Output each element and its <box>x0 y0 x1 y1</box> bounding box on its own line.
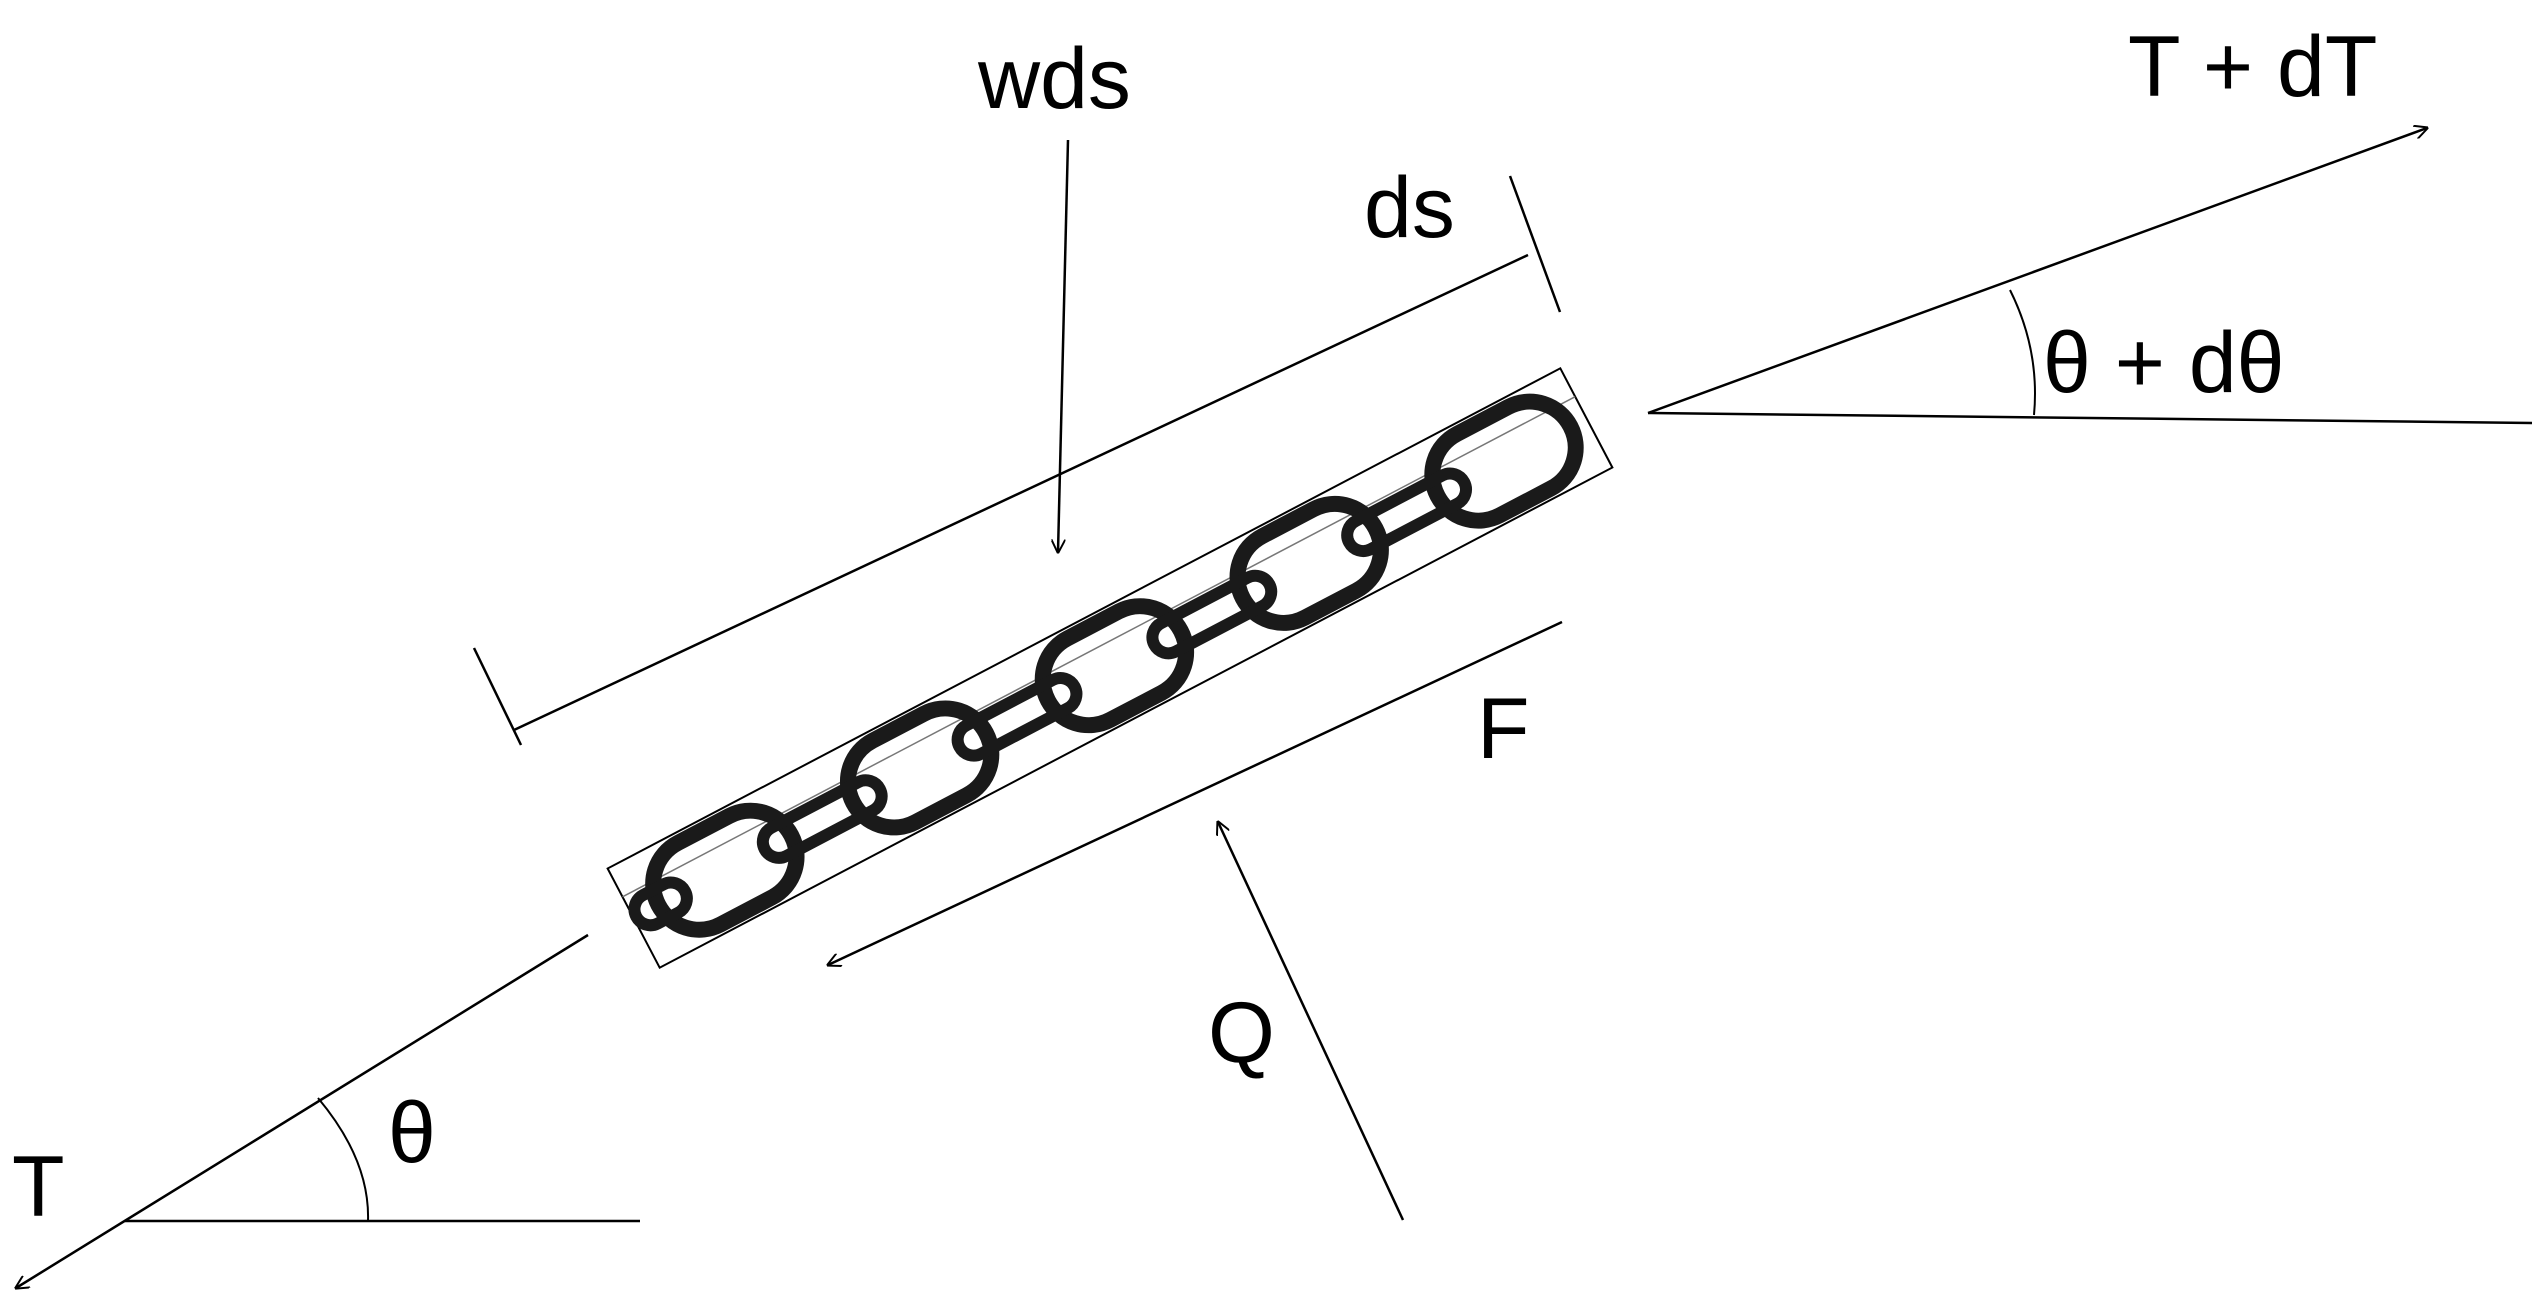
tension-start-label: T <box>12 1139 65 1235</box>
ds-dimension-line <box>513 253 1529 732</box>
angle-start-label: θ <box>388 1085 436 1181</box>
angle-arc-end <box>2009 289 2036 416</box>
tension-start-arrow <box>16 933 589 1288</box>
horizontal-reference-end <box>1647 411 2533 425</box>
ds-tick-right <box>1508 175 1562 313</box>
friction-arrow <box>828 620 1563 965</box>
normal-force-label: Q <box>1208 985 1275 1081</box>
normal-force-arrow <box>1218 822 1405 1221</box>
angle-arc-start <box>317 1097 370 1222</box>
weight-label: wds <box>977 31 1131 127</box>
friction-label: F <box>1477 681 1530 777</box>
tension-end-label: T + dT <box>2128 19 2377 115</box>
ds-tick-left <box>472 647 523 746</box>
tension-end-arrow <box>1647 128 2427 415</box>
chain-links-icon <box>628 393 1584 938</box>
length-label: ds <box>1364 160 1455 256</box>
weight-arrow <box>1058 139 1070 552</box>
angle-end-label: θ + dθ <box>2043 315 2285 411</box>
